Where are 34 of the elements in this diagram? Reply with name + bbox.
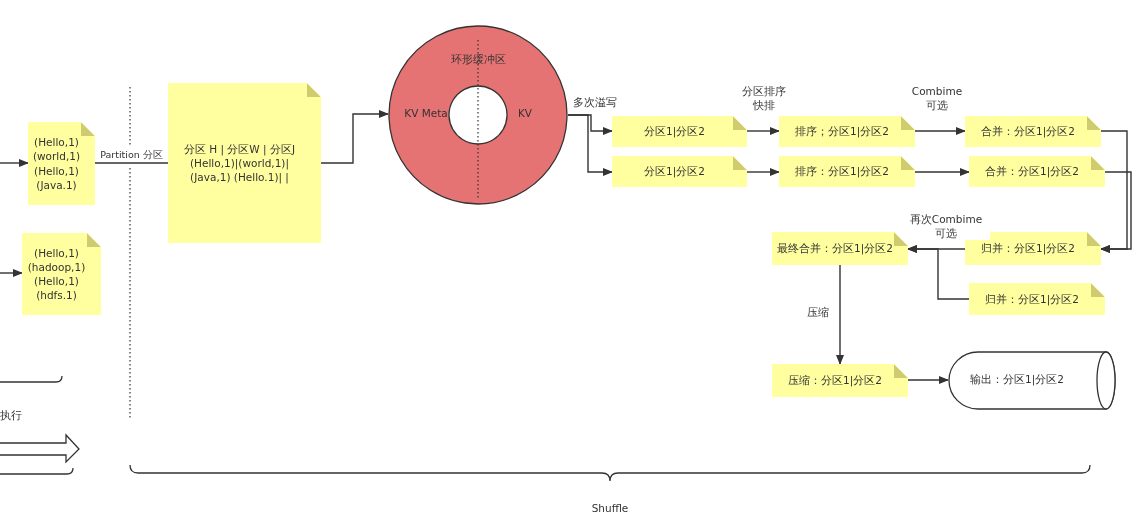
arrow (907, 245, 970, 300)
connector-line (94, 162, 169, 164)
sticky-note: 分区 H | 分区W | 分区J (Hello,1)|(world,1)|(Java,1) (Hello.1)| | (168, 83, 321, 243)
storage-cylinder: 输出：分区1|分区2 (948, 351, 1116, 410)
sticky-note: 分区1|分区2 (612, 156, 747, 187)
arrow (914, 168, 970, 176)
sticky-note: 排序；分区1|分区2 (779, 116, 915, 147)
ring-label: KV (516, 107, 534, 119)
arrow (836, 264, 844, 365)
sticky-note: (Hello,1) (world,1) (Hello,1) (Java.1) (28, 122, 95, 205)
edge-label: 多次溢写 (570, 96, 620, 110)
sticky-note: 合并：分区1|分区2 (965, 116, 1101, 147)
sticky-note: 归并：分区1|分区2 (969, 283, 1105, 315)
note-text: 执行 (0, 409, 22, 423)
ring-label: KV Meta (403, 107, 449, 119)
sticky-note: (Hello,1) (hadoop,1) (Hello,1) (hdfs.1) (22, 233, 101, 315)
sticky-note: 最终合并：分区1|分区2 (772, 232, 908, 265)
arrow (567, 114, 613, 176)
ring-title: 环形缓冲区 (449, 53, 507, 67)
sticky-note: 归并：分区1|分区2 (965, 232, 1101, 265)
arrow (746, 127, 780, 135)
brace-label: Shuffle (590, 502, 630, 514)
arrow (0, 269, 23, 277)
arrow (746, 168, 780, 176)
arrow (1100, 171, 1132, 253)
sticky-note: 排序：分区1|分区2 (779, 156, 915, 187)
arrow (0, 159, 29, 167)
arrow (907, 376, 949, 384)
arrow (914, 127, 966, 135)
edge-label: Partition 分区 (99, 149, 164, 162)
sticky-note: 压缩：分区1|分区2 (772, 364, 908, 397)
arrow (320, 110, 389, 164)
sticky-note: 分区1|分区2 (612, 116, 747, 147)
sticky-note: 合并：分区1|分区2 (969, 156, 1105, 187)
